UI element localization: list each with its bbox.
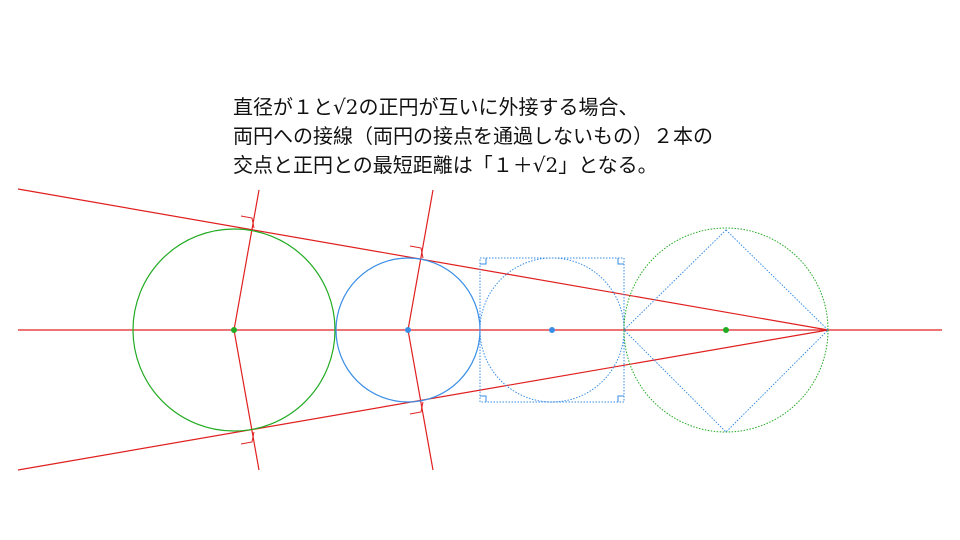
right-angle-marker-large-lower (240, 431, 255, 445)
large-circle-perpendicular-upper (233, 189, 260, 331)
large-circle-perpendicular-lower (233, 329, 260, 471)
small-circle-perpendicular-lower (407, 329, 434, 471)
statement-line-2: 両円への接線（両円の接点を通過しないもの）２本の (233, 124, 713, 148)
right-angle-marker-large-upper (240, 215, 255, 229)
square-corner-marker-tr (617, 258, 624, 265)
right-angle-marker-small-lower (409, 401, 424, 415)
small-circle-perpendicular-upper (407, 189, 434, 331)
square-corner-marker-bl (480, 395, 487, 402)
statement-line-1: 直径が１と√2の正円が互いに外接する場合、 (233, 95, 639, 119)
square-corner-marker-tl (480, 258, 487, 265)
large-circle (132, 228, 336, 432)
statement-text: 直径が１と√2の正円が互いに外接する場合、 両円への接線（両円の接点を通過しない… (233, 93, 833, 180)
construction-inscribed-circle (479, 257, 625, 403)
statement-line-3: 交点と正円との最短距離は「１＋√2」となる。 (233, 153, 658, 177)
construction-circumscribed-circle (623, 227, 829, 433)
small-circle-center-point (405, 327, 411, 333)
right-angle-marker-small-upper (409, 245, 424, 259)
construction-circle-center-point (723, 327, 729, 333)
square-corner-marker-br (617, 395, 624, 402)
large-circle-center-point (231, 327, 237, 333)
construction-square-center-point (549, 327, 555, 333)
